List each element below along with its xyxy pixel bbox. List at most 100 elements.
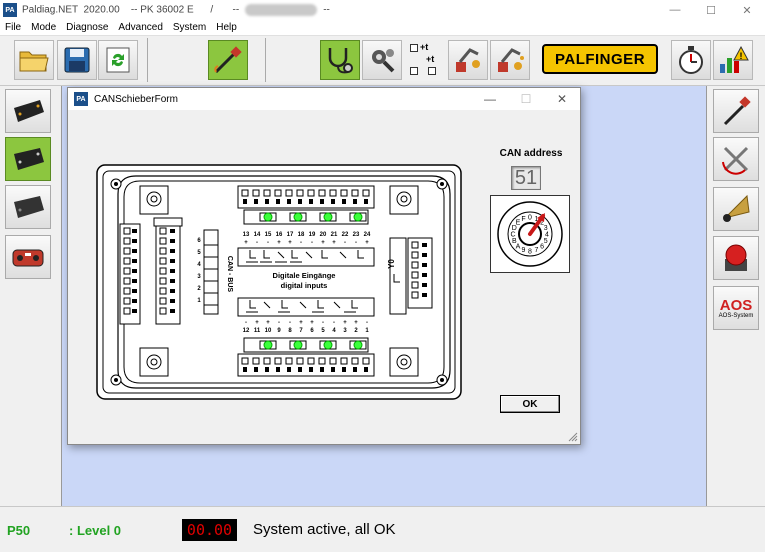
warning-chart-button[interactable]: ! [713, 40, 753, 80]
pin-number: 16 [276, 232, 283, 238]
connect-button[interactable] [208, 40, 248, 80]
aos-system-button[interactable]: AOS AOS-System [713, 286, 759, 330]
pin-sign: + [321, 240, 325, 246]
terminal-pin [411, 261, 419, 269]
open-button[interactable] [14, 40, 54, 80]
pin-sign: + [343, 320, 347, 326]
terminal-screw [298, 199, 302, 204]
dial-label: 3 [544, 225, 548, 232]
terminal-screw [276, 199, 280, 204]
emergency-stop-icon [725, 244, 747, 271]
input-led [323, 212, 333, 222]
terminal-pin [411, 271, 419, 279]
y0-label: Y0 [387, 259, 396, 269]
connection-button[interactable] [713, 89, 759, 133]
terminal-pin [252, 189, 260, 197]
menu-system[interactable]: System [172, 22, 207, 33]
terminal-pin [263, 357, 271, 365]
terminal-screw [331, 367, 335, 372]
menu-help[interactable]: Help [216, 22, 237, 33]
can-address-value: 51 [511, 166, 541, 190]
mounting-screws [110, 178, 448, 386]
dial-label: F [521, 216, 525, 223]
dial-label: C [510, 232, 515, 239]
terminal-screw [422, 283, 427, 287]
pin-sign: - [355, 240, 357, 246]
terminal-pin [241, 189, 249, 197]
terminal-number: 4 [197, 262, 201, 268]
dial-label: 0 [528, 215, 532, 222]
remote-control-button[interactable] [5, 235, 51, 279]
can-address-label: CAN address [499, 148, 563, 159]
terminal-screw [309, 367, 313, 372]
terminal-pin [285, 189, 293, 197]
terminal-screw [265, 367, 269, 372]
timer-button[interactable] [671, 40, 711, 80]
module-button-2[interactable] [5, 137, 51, 181]
menu-bar: File Mode Diagnose Advanced System Help [0, 20, 765, 36]
dialog-close-button[interactable]: ✕ [556, 92, 568, 106]
diagnose-button[interactable] [320, 40, 360, 80]
redacted-text [245, 4, 318, 16]
menu-mode[interactable]: Mode [31, 22, 57, 33]
dialog-title-bar: PA CANSchieberForm — ☐ ✕ [68, 88, 580, 110]
tools-rotate-button[interactable] [713, 137, 759, 181]
pin-sign: + [299, 320, 303, 326]
terminal-screw [243, 199, 247, 204]
terminal-screw [170, 239, 175, 243]
terminal-pin [159, 307, 167, 315]
terminal-screw [170, 229, 175, 233]
dial-label: B [512, 238, 517, 245]
check-2[interactable] [410, 67, 418, 75]
dial-label: 7 [535, 247, 539, 254]
ok-button[interactable]: OK [500, 395, 560, 413]
terminal-pin [296, 189, 304, 197]
menu-diagnose[interactable]: Diagnose [66, 22, 109, 33]
terminal-screw [170, 309, 175, 313]
pin-number: 8 [288, 328, 292, 334]
terminal-pin [362, 357, 370, 365]
pin-number: 17 [287, 232, 294, 238]
horn-button[interactable] [713, 187, 759, 231]
close-button[interactable]: ✕ [742, 4, 752, 17]
terminal-pin [159, 257, 167, 265]
check-1[interactable] [410, 44, 418, 52]
save-button[interactable] [57, 40, 97, 80]
input-led [353, 340, 363, 350]
dial-label: D [512, 225, 517, 232]
tools-button[interactable] [362, 40, 402, 80]
module-plate-icon [14, 148, 44, 170]
refresh-button[interactable] [98, 40, 138, 80]
svg-text:!: ! [740, 51, 743, 61]
check-3[interactable] [428, 67, 436, 75]
module-button-3[interactable] [5, 185, 51, 229]
terminal-pin [411, 241, 419, 249]
pin-sign: + [255, 320, 259, 326]
pin-number: 5 [321, 328, 325, 334]
crane-sensor-button[interactable] [448, 40, 488, 80]
dialog-minimize-button[interactable]: — [484, 92, 496, 106]
terminal-pin [252, 357, 260, 365]
cable-plug-icon [214, 46, 242, 74]
terminal-number: 2 [197, 286, 201, 292]
module-button-1[interactable] [5, 89, 51, 133]
menu-file[interactable]: File [5, 22, 22, 33]
crane-config-button[interactable] [490, 40, 530, 80]
level-label: : Level 0 [69, 523, 122, 538]
terminal-screw [132, 249, 137, 253]
maximize-button[interactable]: ☐ [706, 4, 716, 17]
emergency-stop-button[interactable] [713, 236, 759, 280]
crane-config-icon [498, 48, 524, 72]
minimize-button[interactable]: — [669, 4, 681, 16]
menu-advanced[interactable]: Advanced [118, 22, 163, 33]
pin-number: 18 [298, 232, 305, 238]
dial-label: E [516, 219, 521, 226]
pin-sign: + [365, 240, 369, 246]
horn-icon [723, 194, 750, 222]
window-title: Paldiag.NET 2020.00 -- PK 36002 E / ---- [22, 4, 330, 16]
resize-grip-icon[interactable] [568, 432, 578, 442]
